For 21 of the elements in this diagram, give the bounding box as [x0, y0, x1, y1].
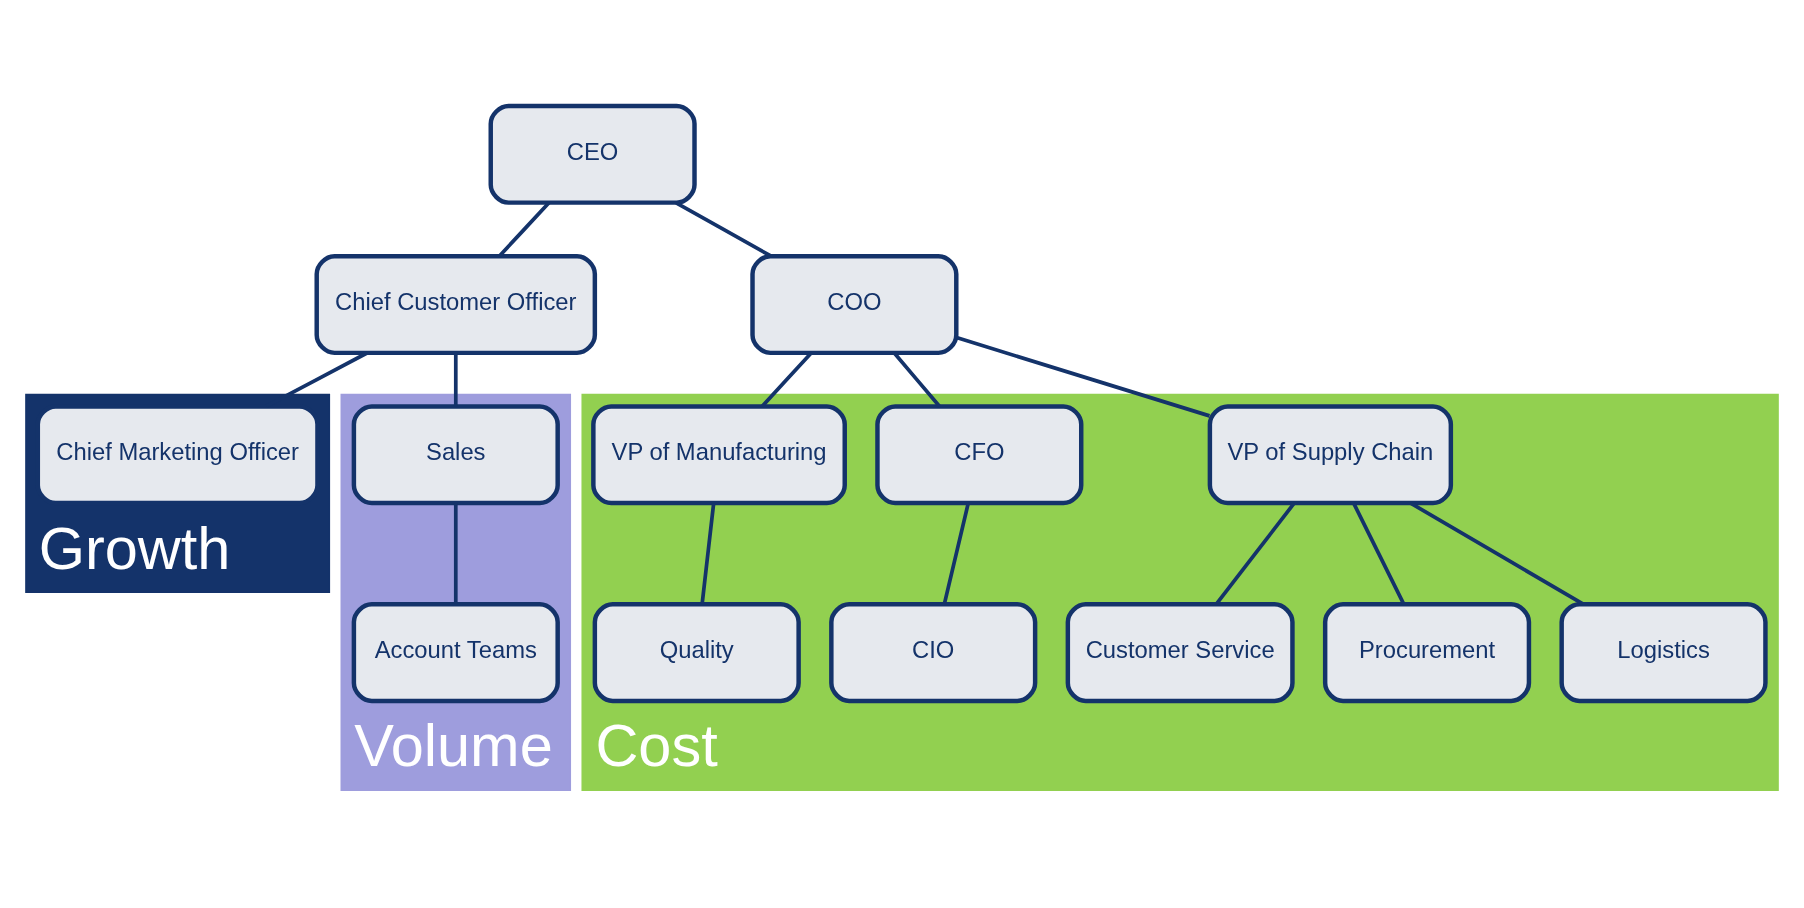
connector: [942, 502, 970, 605]
node-box: Account Teams: [351, 602, 560, 704]
node-box: VP of Supply Chain: [1207, 404, 1454, 506]
node-box: VP of Manufacturing: [591, 404, 847, 506]
connector: [1352, 502, 1406, 605]
connector: [1215, 502, 1296, 605]
connector: [955, 335, 1211, 418]
node-box: Procurement: [1322, 602, 1532, 704]
node-box: Sales: [351, 404, 560, 506]
connector: [675, 201, 772, 258]
node-box: Chief Customer Officer: [314, 253, 598, 356]
connector: [453, 353, 458, 407]
node-box: Customer Service: [1065, 602, 1295, 704]
node-box: CFO: [875, 404, 1084, 506]
node-box: CEO: [488, 103, 697, 205]
connector: [453, 503, 458, 604]
node-box: Logistics: [1559, 602, 1768, 704]
node-box: COO: [750, 253, 959, 356]
node-box: Quality: [592, 602, 801, 704]
node-box: CIO: [829, 602, 1038, 704]
connector: [700, 503, 716, 604]
